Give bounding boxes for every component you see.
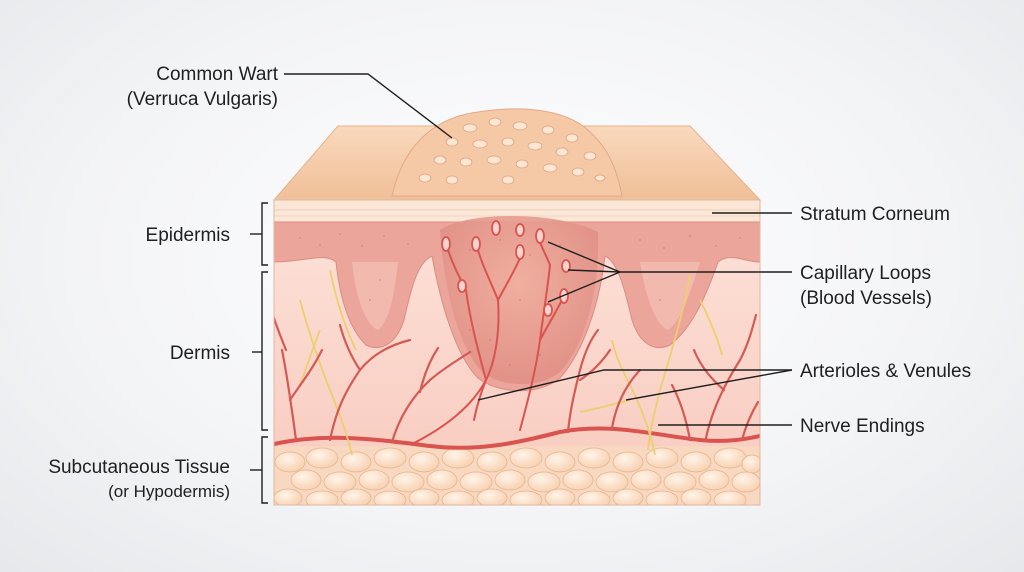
layer-brackets <box>250 202 268 504</box>
label-subcutaneous-2: (or Hypodermis) <box>108 482 230 501</box>
label-capillary-1: Capillary Loops <box>800 263 931 284</box>
label-stratum: Stratum Corneum <box>800 204 950 225</box>
label-capillary-2: (Blood Vessels) <box>800 288 932 309</box>
label-wart-2: (Verruca Vulgaris) <box>127 89 278 110</box>
arterioles-venules <box>274 313 760 444</box>
label-wart-1: Common Wart <box>156 64 278 85</box>
capillary-loops <box>441 220 571 317</box>
leader-lines <box>284 73 793 426</box>
fat-cells <box>274 446 760 505</box>
wart-capillaries <box>411 241 563 445</box>
block-outline <box>273 199 761 506</box>
nerve-endings <box>299 269 723 456</box>
label-epidermis: Epidermis <box>146 225 230 246</box>
label-dermis: Dermis <box>170 343 230 364</box>
label-arterioles: Arterioles & Venules <box>800 361 971 382</box>
label-nerve: Nerve Endings <box>800 416 925 437</box>
labels: Common Wart (Verruca Vulgaris) Epidermis… <box>48 64 971 501</box>
label-subcutaneous-1: Subcutaneous Tissue <box>48 457 230 478</box>
skin-cross-section <box>274 200 760 505</box>
wart-bump <box>391 108 623 197</box>
main-vessel <box>274 426 760 450</box>
